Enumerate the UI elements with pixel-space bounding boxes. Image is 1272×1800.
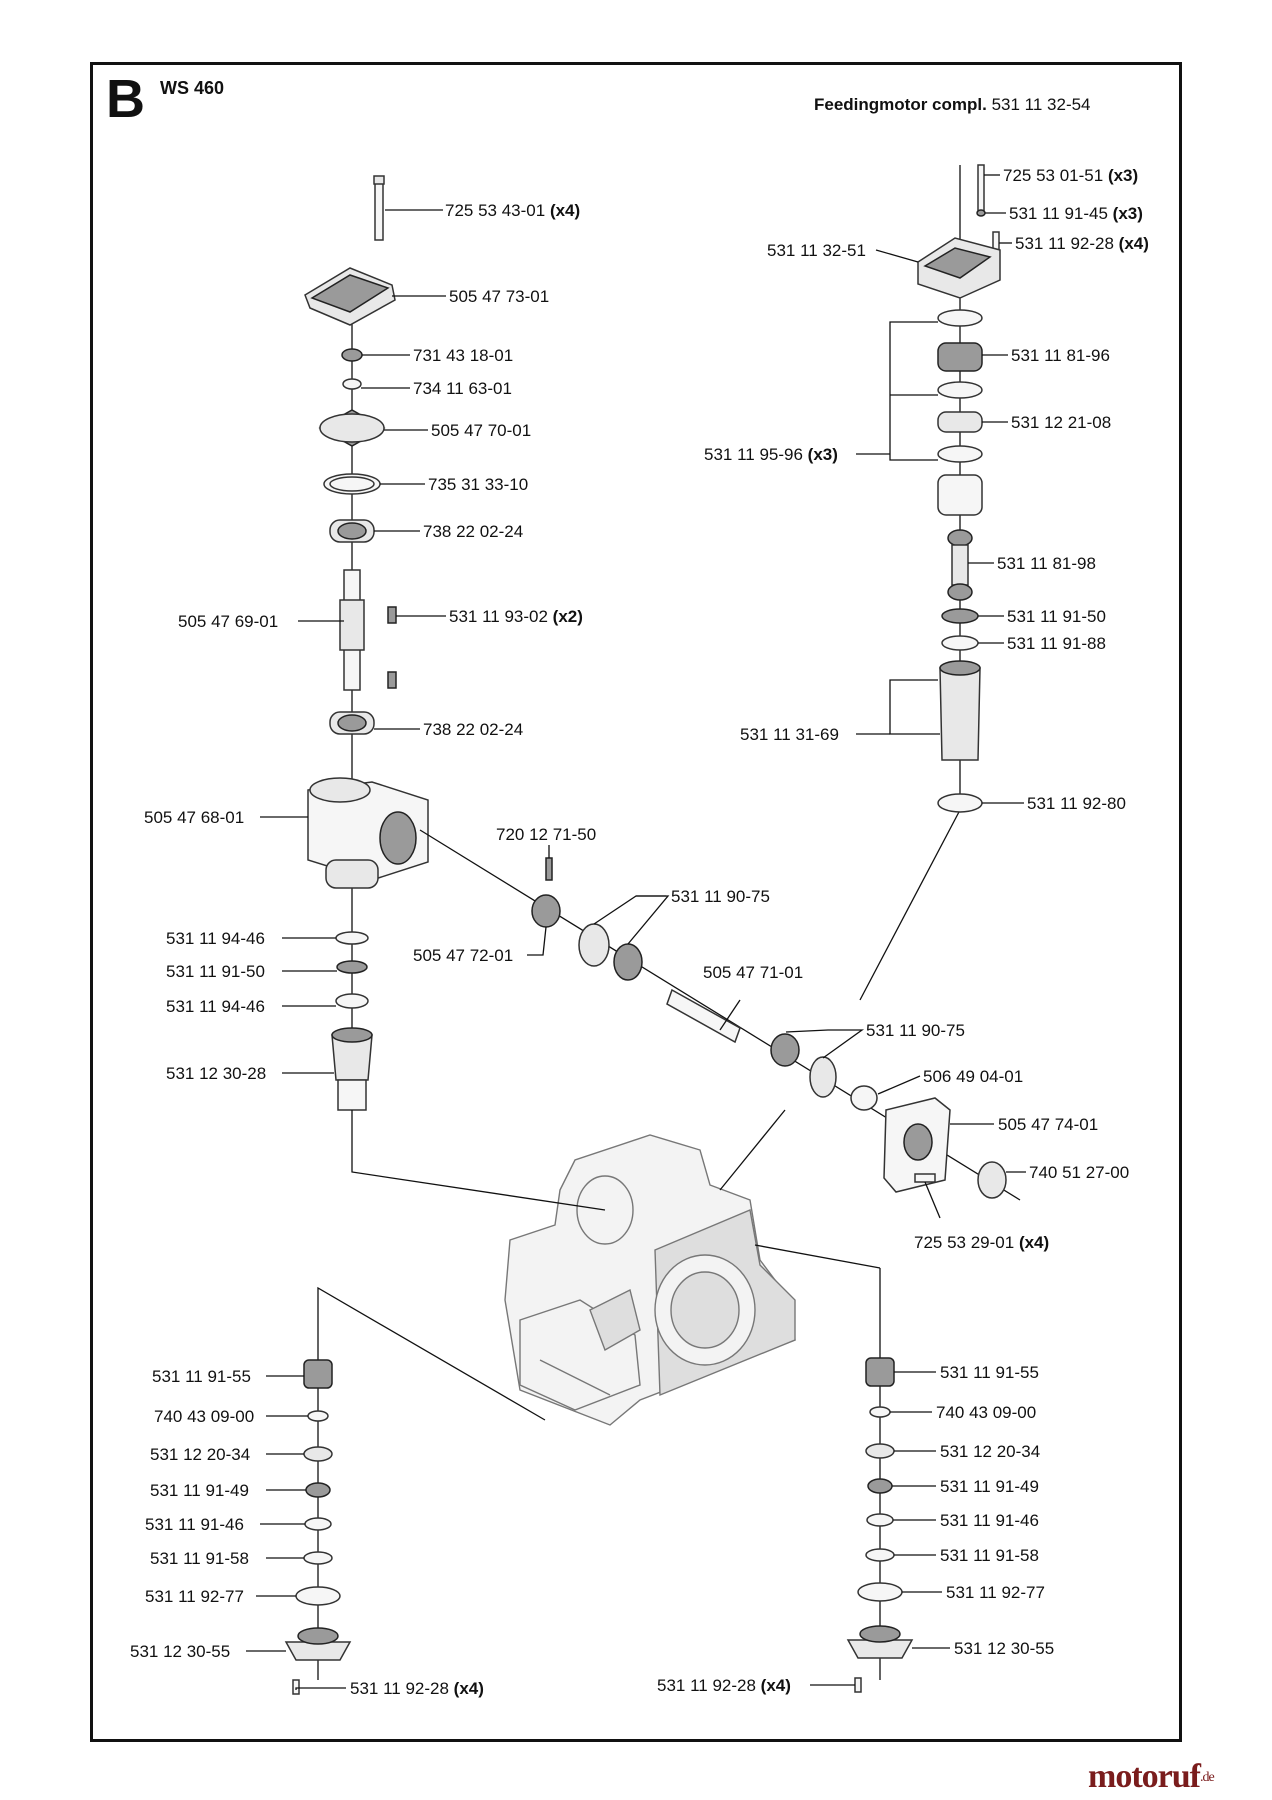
callout-740-43-09-00-right: 740 43 09-00 [936,1403,1036,1422]
callout-740-43-09-00-left: 740 43 09-00 [154,1407,254,1426]
callout-725-53-01-51: 725 53 01-51 (x3) [1003,166,1138,185]
callout-531-11-92-77-right: 531 11 92-77 [946,1583,1045,1602]
callout-531-11-81-96: 531 11 81-96 [1011,346,1110,365]
callout-531-11-91-45: 531 11 91-45 (x3) [1009,204,1143,223]
callout-531-11-31-69: 531 11 31-69 [740,725,839,744]
callout-531-12-21-08: 531 12 21-08 [1011,413,1111,432]
assembly-guide-lines [317,1109,881,1421]
callout-531-11-32-51: 531 11 32-51 [767,241,866,260]
diagonal-shaft-assembly [419,829,1021,1201]
watermark-logo: motoruf.de [1088,1758,1215,1795]
callout-531-11-93-02: 531 11 93-02 (x2) [449,607,583,626]
callout-738-22-02-24-bottom: 738 22 02-24 [423,720,523,739]
assembly-number: 531 11 32-54 [991,95,1091,114]
assembly-name: Feedingmotor compl. [814,95,987,114]
callout-531-11-91-50-left: 531 11 91-50 [166,962,265,981]
callout-531-11-91-46-left: 531 11 91-46 [145,1515,244,1534]
callout-505-47-73-01: 505 47 73-01 [449,287,549,306]
callout-531-11-95-96: 531 11 95-96 (x3) [704,445,838,464]
callout-531-11-81-98: 531 11 81-98 [997,554,1096,573]
callout-531-11-91-50-right: 531 11 91-50 [1007,607,1106,626]
callout-740-51-27-00: 740 51 27-00 [1029,1163,1129,1182]
callout-734-11-63-01: 734 11 63-01 [413,379,512,398]
callout-531-12-30-28: 531 12 30-28 [166,1064,266,1083]
callout-531-11-91-55-right: 531 11 91-55 [940,1363,1039,1382]
callout-531-11-92-28-bottom-right: 531 11 92-28 (x4) [657,1676,791,1695]
callout-505-47-70-01: 505 47 70-01 [431,421,531,440]
callout-505-47-71-01: 505 47 71-01 [703,963,803,982]
callout-531-12-20-34-right: 531 12 20-34 [940,1442,1040,1461]
diagram-frame [90,62,1182,1742]
callout-531-11-92-28-top: 531 11 92-28 (x4) [1015,234,1149,253]
callout-531-11-94-46-upper: 531 11 94-46 [166,929,265,948]
callout-505-47-72-01: 505 47 72-01 [413,946,513,965]
callout-505-47-74-01: 505 47 74-01 [998,1115,1098,1134]
callout-531-11-91-46-right: 531 11 91-46 [940,1511,1039,1530]
callout-505-47-68-01: 505 47 68-01 [144,808,244,827]
callout-725-53-29-01: 725 53 29-01 (x4) [914,1233,1049,1252]
model-name: WS 460 [160,78,225,98]
callout-531-11-91-49-right: 531 11 91-49 [940,1477,1039,1496]
gearbox-housing [504,1134,796,1426]
callout-531-11-92-28-bottom-left: 531 11 92-28 (x4) [350,1679,484,1698]
section-letter: B [106,69,145,129]
callout-531-12-30-55-left: 531 12 30-55 [130,1642,230,1661]
callout-531-11-94-46-lower: 531 11 94-46 [166,997,265,1016]
callout-531-11-91-58-right: 531 11 91-58 [940,1546,1039,1565]
bottom-left-stack [284,1290,352,1695]
callout-505-47-69-01: 505 47 69-01 [178,612,278,631]
callout-725-53-43-01: 725 53 43-01 (x4) [445,201,580,220]
callout-720-12-71-50: 720 12 71-50 [496,825,596,844]
callout-506-49-04-01: 506 49 04-01 [923,1067,1023,1086]
callout-738-22-02-24-top: 738 22 02-24 [423,522,523,541]
callout-531-11-91-58-left: 531 11 91-58 [150,1549,249,1568]
callout-531-12-20-34-left: 531 12 20-34 [150,1445,250,1464]
callout-531-11-90-75-lower: 531 11 90-75 [866,1021,965,1040]
leader-lines [246,174,1026,1690]
callout-531-11-92-80: 531 11 92-80 [1027,794,1126,813]
assembly-heading: Feedingmotor compl. 531 11 32-54 [814,95,1091,115]
callout-531-11-91-49-left: 531 11 91-49 [150,1481,249,1500]
feeding-motor-stack [859,164,1001,1001]
bottom-right-stack [846,1268,914,1693]
callout-531-11-91-55-left: 531 11 91-55 [152,1367,251,1386]
callout-531-11-90-75-upper: 531 11 90-75 [671,887,770,906]
callout-531-11-91-88: 531 11 91-88 [1007,634,1106,653]
callout-731-43-18-01: 731 43 18-01 [413,346,513,365]
callout-531-11-92-77-left: 531 11 92-77 [145,1587,244,1606]
callout-labels: 725 53 43-01 (x4) 505 47 73-01 731 43 18… [130,166,1149,1698]
left-gear-stack [304,175,429,1111]
callout-531-12-30-55-right: 531 12 30-55 [954,1639,1054,1658]
callout-735-31-33-10: 735 31 33-10 [428,475,528,494]
